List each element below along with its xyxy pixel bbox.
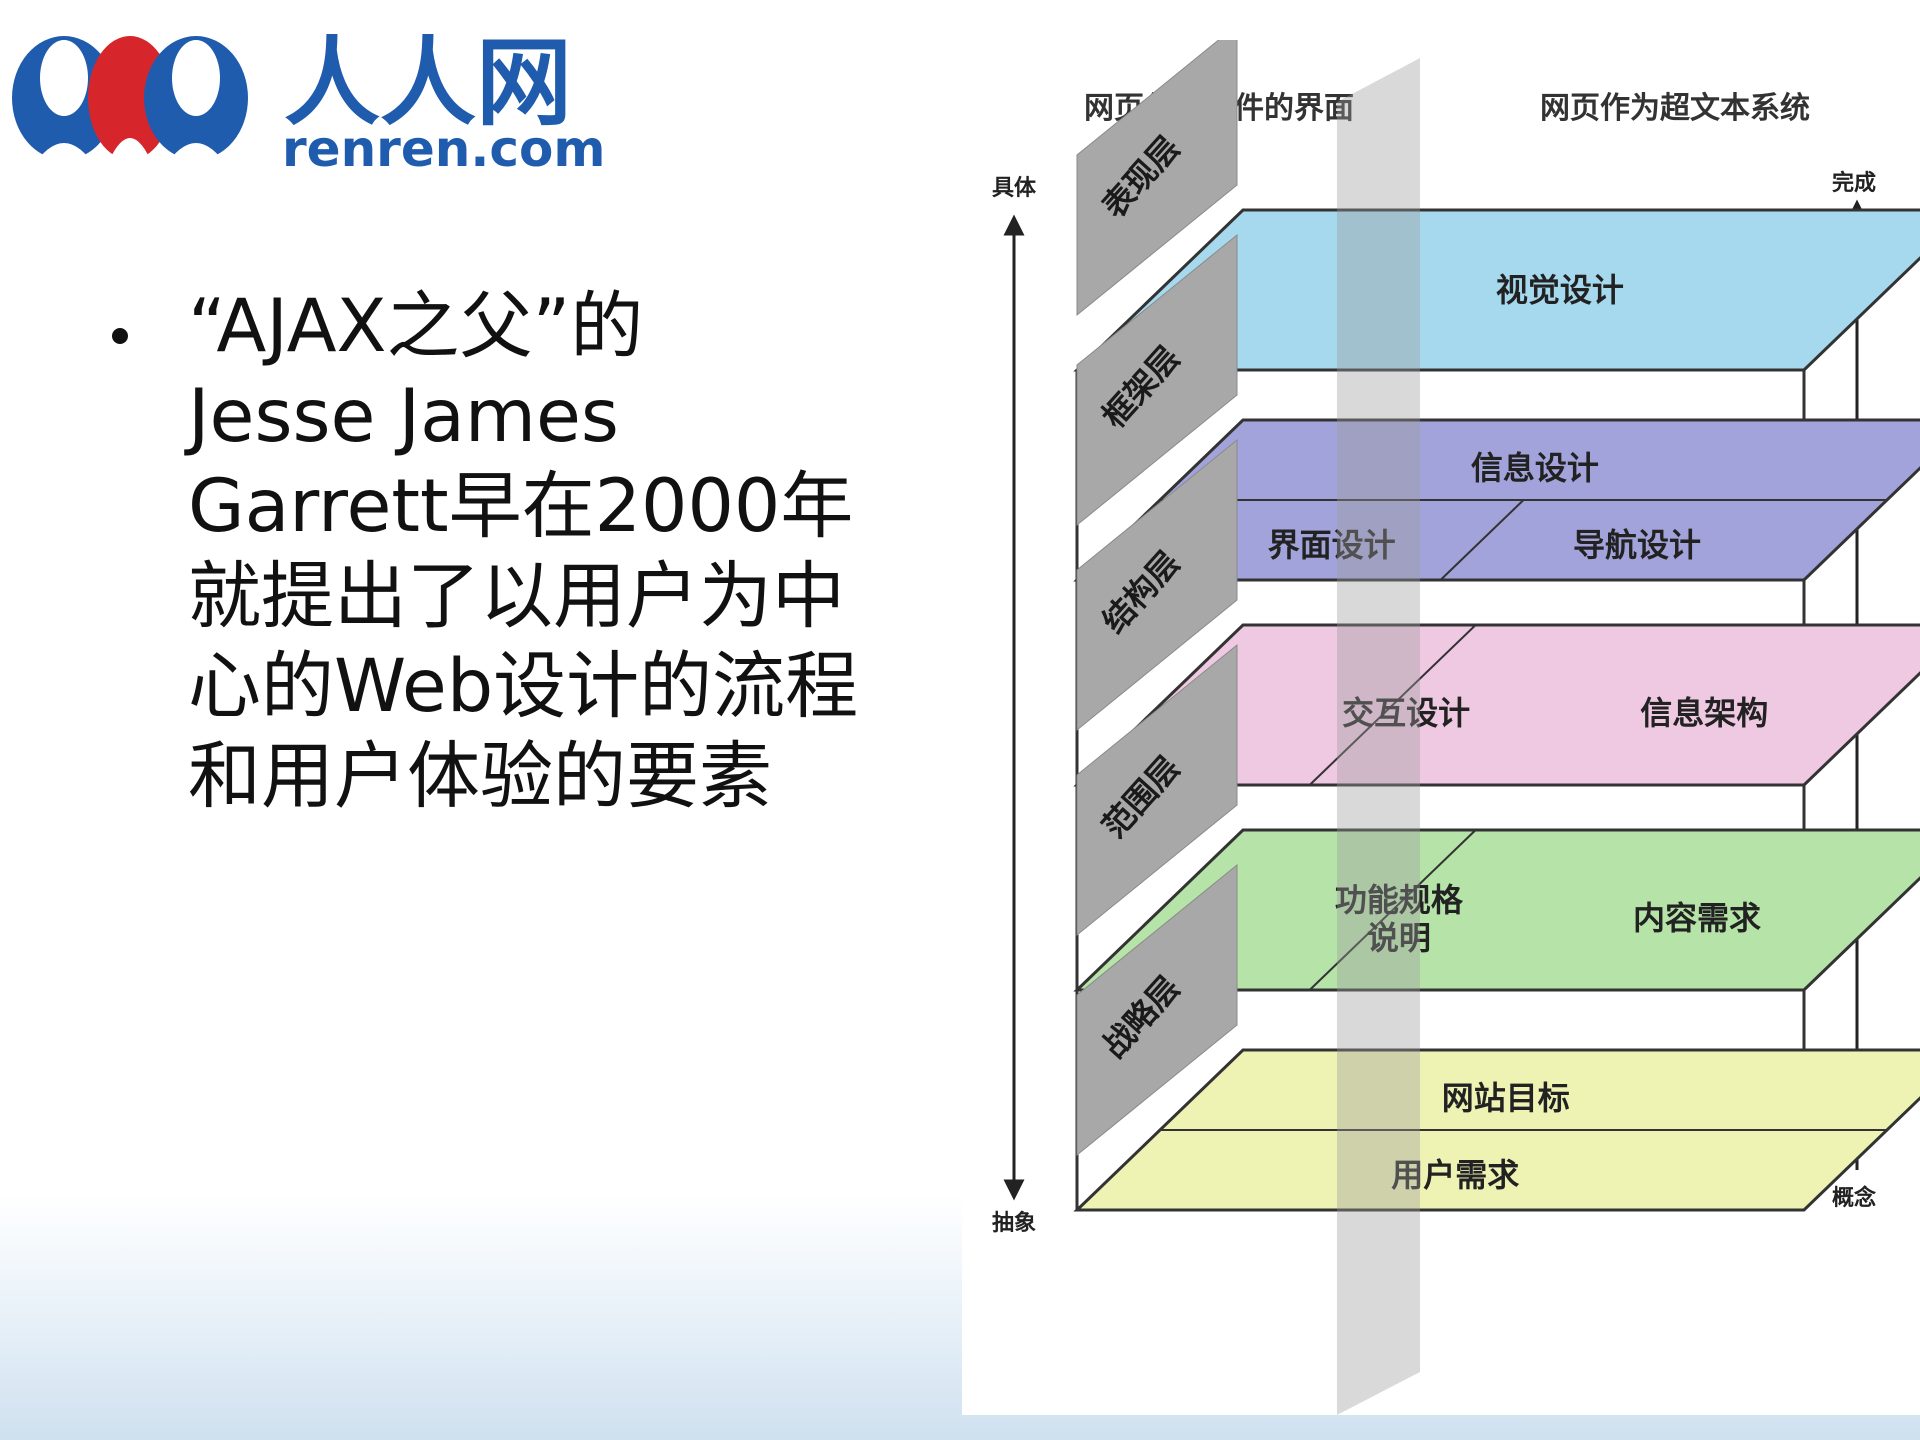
layer-cell-label-2-1: 信息架构: [1640, 694, 1768, 732]
layer-cell-label-2-0: 交互设计: [1342, 694, 1470, 732]
layer-cell-label-4-0: 用户需求: [1391, 1156, 1519, 1194]
logo-domain: renren.com: [282, 120, 605, 178]
right-axis-top-label: 完成: [1832, 170, 1876, 196]
right-axis-bottom-label: 概念: [1832, 1185, 1876, 1211]
renren-logo-icon: 人人网 renren.com: [12, 27, 605, 178]
layer-tab-4: [1076, 863, 1238, 1157]
bullet-dot: [112, 328, 128, 344]
layer-tab-3: [1076, 643, 1238, 937]
layer-cell-label-3-1: 内容需求: [1633, 899, 1761, 937]
ux-elements-diagram-panel: 网页作为软件的界面 网页作为超文本系统 具体 抽象 完成 概念 表现层视觉设计框…: [962, 40, 1920, 1415]
divider-band: [1337, 58, 1420, 1415]
layer-cell-label-3-0-line-1: 说明: [1367, 919, 1431, 957]
bullet-text: “AJAX之父”的 Jesse James Garrett早在2000年 就提出…: [188, 284, 859, 819]
layer-divider2-1: [1439, 499, 1525, 581]
layer-divider-3: [1308, 829, 1477, 991]
layers-group: 表现层视觉设计框架层界面设计导航设计信息设计结构层交互设计信息架构范围层功能规格…: [1073, 40, 1920, 1212]
left-axis-top-label: 具体: [992, 176, 1037, 201]
layer-tab-2: [1076, 438, 1238, 732]
layer-cell-label-4-1: 网站目标: [1442, 1079, 1570, 1117]
layer-cell-label-1-1: 导航设计: [1573, 526, 1701, 564]
layer-plane-3: [1073, 828, 1920, 992]
layer-tab-1: [1076, 233, 1238, 527]
renren-logo: 人人网 renren.com: [6, 18, 606, 178]
ux-elements-diagram: 网页作为软件的界面 网页作为超文本系统 具体 抽象 完成 概念 表现层视觉设计框…: [992, 40, 1920, 1415]
layer-divider-2: [1308, 624, 1477, 786]
layer-cell-label-0-0: 视觉设计: [1496, 271, 1624, 309]
header-right: 网页作为超文本系统: [1540, 91, 1810, 126]
logo-name-cn: 人人网: [284, 27, 572, 139]
layer-cell-label-1-2: 信息设计: [1471, 449, 1599, 487]
left-axis-bottom-label: 抽象: [992, 1210, 1036, 1236]
layer-cell-label-1-0: 界面设计: [1268, 526, 1396, 564]
layer-tab-0: [1076, 40, 1238, 317]
layer-plane-2: [1073, 623, 1920, 787]
layer-cell-label-3-0-line-0: 功能规格: [1335, 881, 1464, 919]
layer-plane-0: [1073, 208, 1920, 372]
